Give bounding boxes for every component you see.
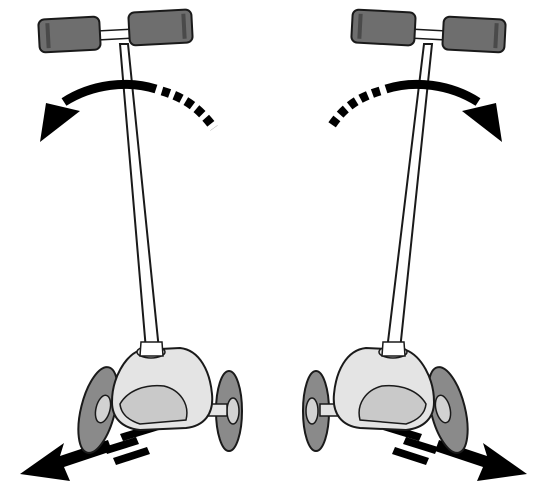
left-grip-right xyxy=(128,9,193,45)
right-grip-right xyxy=(442,16,506,52)
left-handlebar xyxy=(38,9,193,52)
right-scooter xyxy=(303,9,527,481)
left-deck xyxy=(112,346,212,430)
left-scooter xyxy=(20,9,242,481)
right-grip-left xyxy=(351,9,416,45)
right-deck xyxy=(334,346,434,430)
left-stem xyxy=(120,44,163,356)
left-grip-left xyxy=(38,16,101,52)
